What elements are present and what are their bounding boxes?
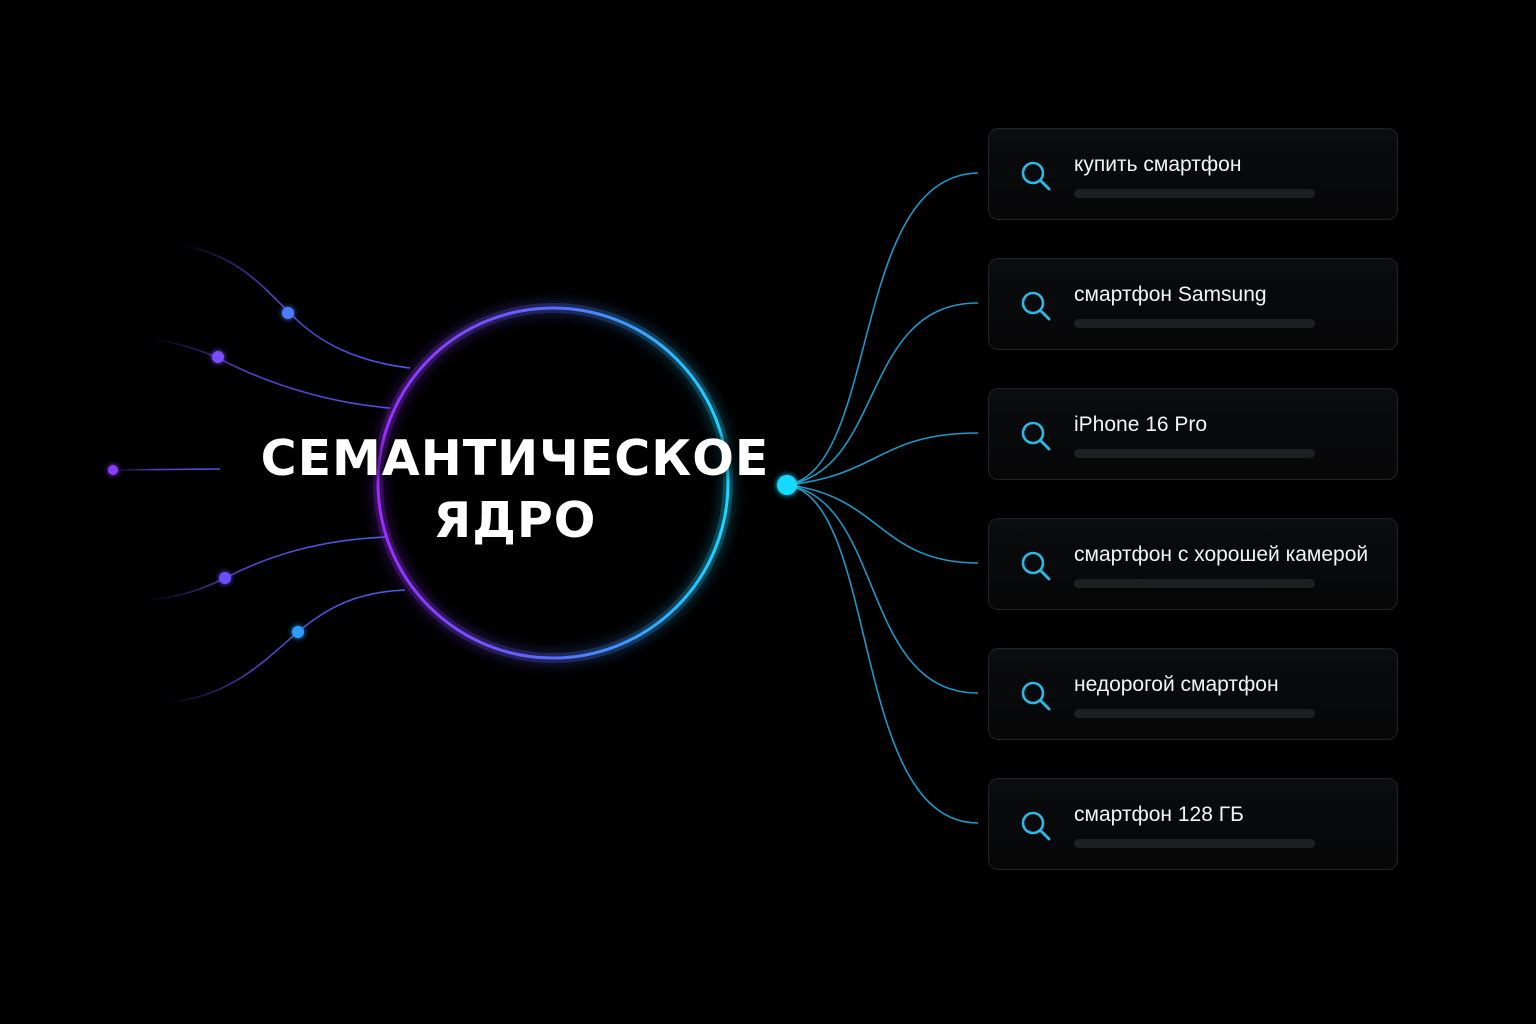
core-ring [373, 303, 733, 663]
query-card[interactable]: смартфон Samsung [988, 258, 1398, 350]
query-card[interactable]: недорогой смартфон [988, 648, 1398, 740]
left-node-5 [292, 626, 304, 638]
query-text: смартфон с хорошей камерой [1074, 543, 1369, 566]
query-text: смартфон 128 ГБ [1074, 803, 1244, 826]
query-text: iPhone 16 Pro [1074, 413, 1208, 436]
left-node-4 [219, 572, 231, 584]
search-icon [1021, 811, 1051, 841]
connector-6 [786, 484, 979, 824]
search-icon [1021, 551, 1051, 581]
connector-4 [786, 484, 979, 564]
query-text: смартфон Samsung [1074, 283, 1267, 306]
placeholder-bar [1074, 189, 1315, 198]
core-title-line1: СЕМАНТИЧЕСКОЕ [260, 430, 770, 487]
left-node-1 [282, 307, 294, 319]
connector-5 [786, 484, 979, 694]
query-card[interactable]: купить смартфон [988, 128, 1398, 220]
placeholder-bar [1074, 319, 1315, 328]
connector-3 [786, 432, 979, 486]
hub-node [777, 475, 797, 495]
search-icon [1021, 421, 1051, 451]
placeholder-bar [1074, 449, 1315, 458]
connector-2 [786, 302, 979, 486]
right-connectors [786, 172, 979, 824]
search-icon [1021, 291, 1051, 321]
placeholder-bar [1074, 709, 1315, 718]
query-card[interactable]: смартфон 128 ГБ [988, 778, 1398, 870]
connector-1 [786, 172, 979, 486]
query-text: купить смартфон [1074, 153, 1242, 176]
left-line-2 [149, 337, 391, 409]
search-icon [1021, 161, 1051, 191]
left-line-5 [164, 589, 406, 703]
left-node-3 [108, 465, 118, 475]
query-card[interactable]: iPhone 16 Pro [988, 388, 1398, 480]
core-title-line2: ЯДРО [433, 492, 597, 549]
left-line-3 [111, 468, 221, 471]
placeholder-bar [1074, 579, 1315, 588]
core-title: СЕМАНТИЧЕСКОЕ ЯДРО [220, 428, 810, 552]
left-line-nodes [108, 307, 304, 638]
placeholder-bar [1074, 839, 1315, 848]
query-text: недорогой смартфон [1074, 673, 1279, 696]
left-line-1 [179, 244, 411, 369]
search-icon [1021, 681, 1051, 711]
query-card[interactable]: смартфон с хорошей камерой [988, 518, 1398, 610]
left-node-2 [212, 351, 224, 363]
